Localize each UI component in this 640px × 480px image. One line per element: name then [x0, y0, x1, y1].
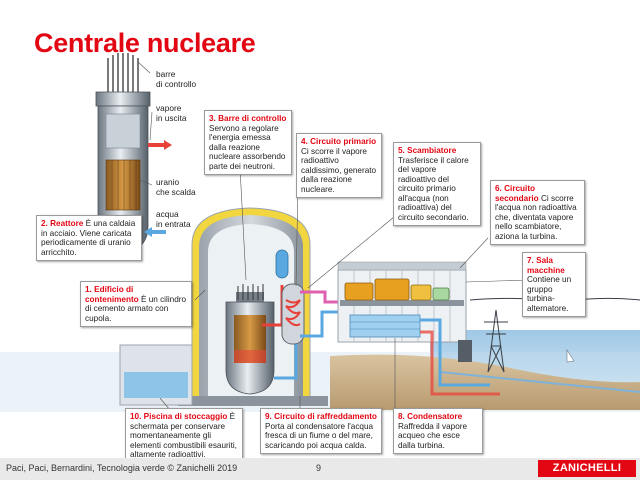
secondary-circuit	[300, 290, 340, 338]
callout-exchanger-title: Scambiatore	[407, 146, 457, 155]
callout-secondary-circuit: 6. Circuito secondario Ci scorre l'acqua…	[490, 180, 585, 245]
callout-secondary-circuit-title: Circuito secondario	[495, 184, 539, 203]
callout-cooling-circuit-num: 9.	[265, 412, 272, 421]
page-title: Centrale nucleare	[34, 28, 256, 58]
callout-control-rods-num: 3.	[209, 114, 216, 123]
callout-control-rods: 3. Barre di controllo Servono a regolare…	[204, 110, 292, 175]
label-control-rods-line1: barre	[156, 69, 176, 79]
callout-cooling-circuit: 9. Circuito di raffreddamento Porta al c…	[260, 408, 382, 454]
label-water-in-line1: acqua	[156, 209, 179, 219]
callout-containment-title: Edificio di contenimento	[85, 285, 139, 304]
callout-storage-pool-title: Piscina di stoccaggio	[143, 412, 228, 421]
callout-condenser: 8. Condensatore Raffredda il vapore acqu…	[393, 408, 483, 454]
callout-containment-text: È un cilindro di cemento armato con cupo…	[85, 294, 187, 323]
nuclear-plant-illustration	[0, 53, 640, 412]
label-control-rods: barre di controllo	[156, 69, 197, 89]
callout-reactor-title: Reattore	[50, 219, 84, 228]
callout-reactor-text: È una caldaia in acciaio. Viene caricata…	[41, 219, 136, 257]
transformer	[458, 340, 472, 362]
callout-primary-circuit-title: Circuito primario	[310, 137, 377, 146]
callout-machine-hall-num: 7.	[527, 256, 534, 265]
zanichelli-logo: ZANICHELLI	[538, 460, 636, 477]
steam-exchanger	[281, 283, 305, 345]
label-steam-out: vapore in uscita	[156, 103, 187, 123]
cooling-circuit	[420, 318, 500, 396]
callout-exchanger-num: 5.	[398, 146, 405, 155]
pressurizer	[275, 249, 289, 279]
callout-primary-circuit-num: 4.	[301, 137, 308, 146]
callout-reactor: 2. Reattore È una caldaia in acciaio. Vi…	[36, 215, 142, 261]
label-steam-out-line1: vapore	[156, 103, 182, 113]
label-control-rods-line2: di controllo	[156, 78, 197, 89]
callout-primary-circuit: 4. Circuito primario Ci scorre il vapore…	[296, 133, 382, 198]
callout-containment: 1. Edificio di contenimento È un cilindr…	[80, 281, 192, 327]
label-steam-out-line2: in uscita	[156, 112, 187, 123]
sailboat-icon	[566, 348, 575, 363]
callout-storage-pool: 10. Piscina di stoccaggio È schermata pe…	[125, 408, 243, 464]
callout-secondary-circuit-text: Ci scorre l'acqua non radioattiva che, d…	[495, 193, 577, 241]
footer-credit: Paci, Paci, Bernardini, Tecnologia verde…	[6, 463, 238, 473]
callout-containment-num: 1.	[85, 285, 92, 294]
footer-bar	[0, 458, 640, 480]
storage-pool-water	[124, 372, 188, 398]
callout-machine-hall-text: Contiene un gruppo turbina-alternatore.	[527, 275, 572, 313]
callout-storage-pool-num: 10.	[130, 412, 142, 421]
callout-condenser-title: Condensatore	[407, 412, 463, 421]
page-number: 9	[316, 463, 322, 473]
callout-cooling-circuit-title: Circuito di raffreddamento	[274, 412, 377, 421]
callout-control-rods-title: Barre di controllo	[218, 114, 287, 123]
label-uranium: uranio che scalda	[156, 177, 196, 197]
shore	[330, 354, 640, 410]
callout-control-rods-text: Servono a regolare l'energia emessa dall…	[209, 123, 286, 171]
callout-machine-hall-title: Sala macchine	[527, 256, 565, 275]
label-uranium-line2: che scalda	[156, 186, 196, 197]
label-water-in: acqua in entrata	[156, 209, 191, 229]
callout-exchanger: 5. Scambiatore Trasferisce il calore del…	[393, 142, 481, 226]
label-uranium-line1: uranio	[156, 177, 180, 187]
callout-cooling-circuit-text: Porta al condensatore l'acqua fresca di …	[265, 421, 374, 450]
turbine-generator	[344, 278, 450, 301]
callout-machine-hall: 7. Sala macchine Contiene un gruppo turb…	[522, 252, 586, 317]
callout-exchanger-text: Trasferisce il calore del vapore radioat…	[398, 155, 469, 222]
callout-primary-circuit-text: Ci scorre il vapore radioattivo caldissi…	[301, 146, 377, 194]
condenser	[349, 314, 421, 338]
callout-secondary-circuit-num: 6.	[495, 184, 502, 193]
callout-leaders	[159, 167, 529, 411]
callout-storage-pool-text: È schermata per conservare momentaneamen…	[130, 412, 237, 459]
callout-condenser-text: Raffredda il vapore acqueo che esce dall…	[398, 421, 468, 450]
callout-reactor-num: 2.	[41, 219, 48, 228]
label-water-in-line2: in entrata	[156, 218, 191, 229]
callout-condenser-num: 8.	[398, 412, 405, 421]
